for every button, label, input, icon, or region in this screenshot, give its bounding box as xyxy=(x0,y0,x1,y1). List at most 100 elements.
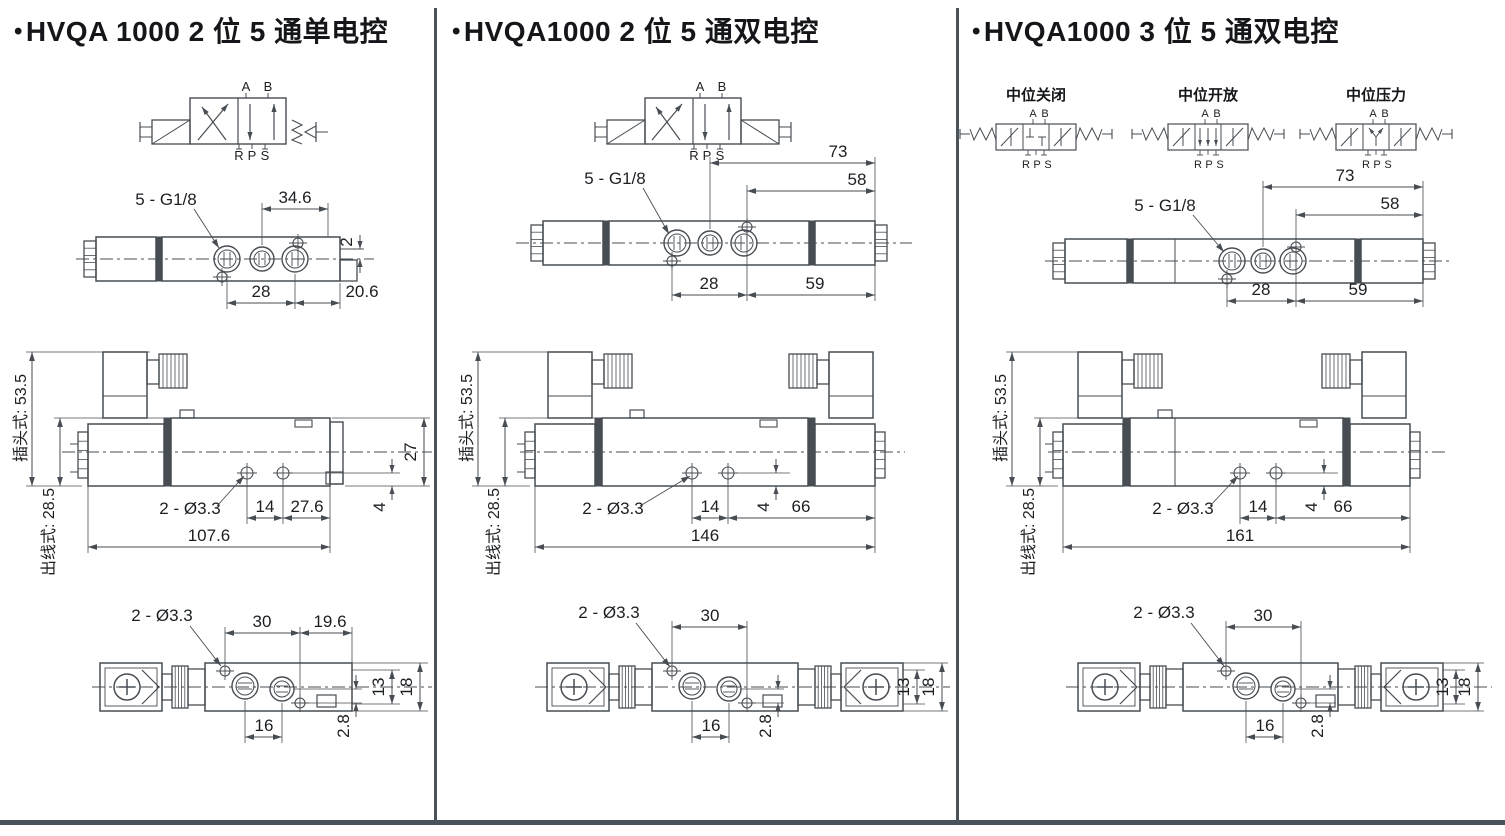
arrowhead xyxy=(57,418,63,427)
drawing-shape xyxy=(1077,351,1123,419)
arrowhead xyxy=(220,104,228,112)
symbol-port-p: P xyxy=(1033,159,1040,171)
arrowhead xyxy=(1377,128,1383,134)
drawing-shape xyxy=(155,236,163,282)
lead-height-label: 出线式: 28.5 xyxy=(486,487,503,577)
symbol-port-r: R xyxy=(234,148,243,163)
arrowhead xyxy=(866,160,875,166)
arrowhead xyxy=(1263,184,1272,190)
arrowhead xyxy=(1037,477,1043,486)
dim-label: 20.6 xyxy=(345,282,378,301)
arrowhead xyxy=(775,703,781,711)
arrowhead xyxy=(1214,140,1218,146)
dim-label: 30 xyxy=(701,606,720,625)
drawing-shape xyxy=(339,259,358,282)
drawing-shape xyxy=(816,359,830,385)
arrowhead xyxy=(674,104,682,112)
thread-label: 5 - G1/8 xyxy=(135,190,196,209)
arrowhead xyxy=(1414,298,1423,304)
symbol-caption-center-pressure: 中位压力 xyxy=(1345,87,1407,104)
dim-label: 58 xyxy=(1381,194,1400,213)
arrowhead xyxy=(29,352,35,361)
arrowhead xyxy=(262,206,271,212)
drawing-shape xyxy=(1236,676,1256,696)
arrowhead xyxy=(417,702,423,711)
drawing-shape xyxy=(828,351,874,419)
arrowhead xyxy=(738,292,747,298)
arrowhead xyxy=(331,300,340,306)
dim-label: 27 xyxy=(401,443,420,462)
drawing-shape xyxy=(720,680,738,698)
arrowhead xyxy=(1321,486,1327,494)
arrowhead xyxy=(866,515,875,521)
drawing-shape xyxy=(606,119,646,145)
symbol-port-b: B xyxy=(1381,108,1388,120)
arrowhead xyxy=(295,300,304,306)
drawing-shape xyxy=(524,431,536,479)
dim-label: 59 xyxy=(806,274,825,293)
symbol-port-a: A xyxy=(1201,108,1209,120)
arrowhead xyxy=(1216,243,1224,252)
drawing-shape xyxy=(807,417,816,487)
drawing-shape xyxy=(1315,694,1336,708)
drawing-shape xyxy=(862,673,890,701)
drawing-shape xyxy=(1402,673,1430,701)
lead-height-label: 出线式: 28.5 xyxy=(41,487,58,577)
title-text: HVQA 1000 2 位 5 通单电控 xyxy=(25,16,389,47)
drawing-shape xyxy=(1274,680,1292,698)
drawing-shape xyxy=(1299,419,1318,428)
drawing-shape xyxy=(534,423,596,487)
drawing-shape xyxy=(635,622,671,668)
drawing-shape xyxy=(1342,417,1351,487)
drawing-shape xyxy=(663,229,691,257)
drawing-shape xyxy=(730,229,758,257)
drawing-shape xyxy=(845,667,899,707)
arrowhead xyxy=(321,544,330,550)
arrowhead xyxy=(1037,418,1043,427)
drawing-shape xyxy=(588,669,607,705)
plug-height-label: 插头式: 53.5 xyxy=(13,373,30,463)
dim-label: 14 xyxy=(256,497,275,516)
drawing-shape xyxy=(1052,431,1064,479)
drawing-shape xyxy=(329,421,344,485)
dim-label: 73 xyxy=(829,142,848,161)
symbol-port-r: R xyxy=(1362,159,1370,171)
arrowhead xyxy=(1453,695,1459,704)
drawing-shape xyxy=(146,359,160,385)
arrowhead xyxy=(283,515,292,521)
symbol-port-r: R xyxy=(1022,159,1030,171)
drawing-shape xyxy=(759,419,778,428)
drawing-shape xyxy=(213,245,241,273)
arrowhead xyxy=(353,681,359,689)
arrowhead xyxy=(1292,624,1301,630)
drawing-shape xyxy=(995,123,1077,151)
thread-label: 5 - G1/8 xyxy=(1134,196,1195,215)
dim-label: 2.8 xyxy=(334,714,353,738)
drawing-shape xyxy=(547,351,593,419)
arrowhead xyxy=(1246,734,1255,740)
dim-label: 66 xyxy=(792,497,811,516)
arrowhead xyxy=(1227,298,1236,304)
arrowhead xyxy=(245,734,254,740)
drawing-shape xyxy=(874,224,888,262)
dim-label: 27.6 xyxy=(290,497,323,516)
arrowhead xyxy=(357,259,363,267)
arrowhead xyxy=(421,477,427,486)
dim-label: 19.6 xyxy=(313,612,346,631)
symbol-port-p: P xyxy=(703,148,712,163)
arrowhead xyxy=(1401,515,1410,521)
dim-label: 4 xyxy=(370,502,389,511)
arrowhead xyxy=(656,107,663,115)
drawing-shape xyxy=(740,119,780,145)
drawing-shape xyxy=(141,669,160,705)
symbol-port-s: S xyxy=(1044,159,1051,171)
footer-rule xyxy=(0,820,1505,825)
arrowhead xyxy=(475,352,481,361)
drawing-shape xyxy=(87,423,165,487)
drawing-shape xyxy=(594,417,603,487)
drawing-shape xyxy=(285,249,305,269)
arrowhead xyxy=(1453,670,1459,679)
arrowhead xyxy=(1267,515,1276,521)
arrowhead xyxy=(421,418,427,427)
drawing-shape xyxy=(1393,127,1412,147)
